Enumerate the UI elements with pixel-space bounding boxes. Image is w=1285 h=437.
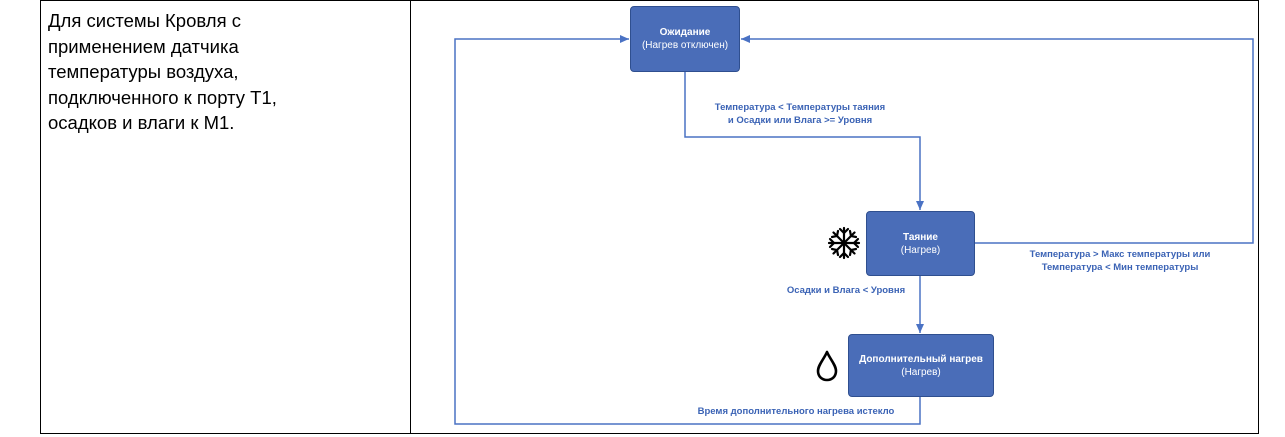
state-idle: Ожидание (Нагрев отключен) — [630, 6, 740, 72]
state-idle-subtitle: (Нагрев отключен) — [641, 40, 729, 51]
state-extra: Дополнительный нагрев (Нагрев) — [848, 334, 994, 397]
state-idle-title: Ожидание — [659, 27, 711, 38]
description-line: осадков и влаги к M1. — [48, 112, 235, 133]
transition-melt-to-idle-label: Температура > Макс температуры или Темпе… — [1029, 249, 1211, 273]
snowflake-icon — [827, 226, 861, 260]
arrow-extra-to-idle — [454, 35, 921, 425]
state-melt-title: Таяние — [902, 231, 938, 243]
layout-table — [40, 0, 1259, 434]
column-divider — [410, 0, 411, 434]
transition-melt-to-extra-label: Осадки и Влага < Уровня — [786, 285, 906, 296]
description-text: Для системы Кровля с применением датчика… — [48, 8, 398, 136]
arrow-idle-to-melt — [684, 72, 924, 210]
state-melt-subtitle: (Нагрев) — [900, 244, 941, 256]
water-drop-icon — [816, 350, 838, 382]
transition-extra-to-idle-label: Время дополнительного нагрева истекло — [697, 406, 895, 417]
description-line: Для системы Кровля с — [48, 10, 241, 31]
description-line: применением датчика — [48, 35, 239, 57]
arrow-melt-to-idle — [741, 35, 1254, 244]
state-melt: Таяние (Нагрев) — [866, 211, 975, 276]
state-extra-title: Дополнительный нагрев — [859, 353, 983, 365]
state-extra-subtitle: (Нагрев) — [901, 366, 941, 378]
transition-idle-to-melt-label: Температура < Температуры таяния и Осадк… — [714, 102, 886, 126]
description-line: подключенного к порту T1, — [48, 86, 277, 108]
description-line: температуры воздуха, — [48, 61, 239, 82]
